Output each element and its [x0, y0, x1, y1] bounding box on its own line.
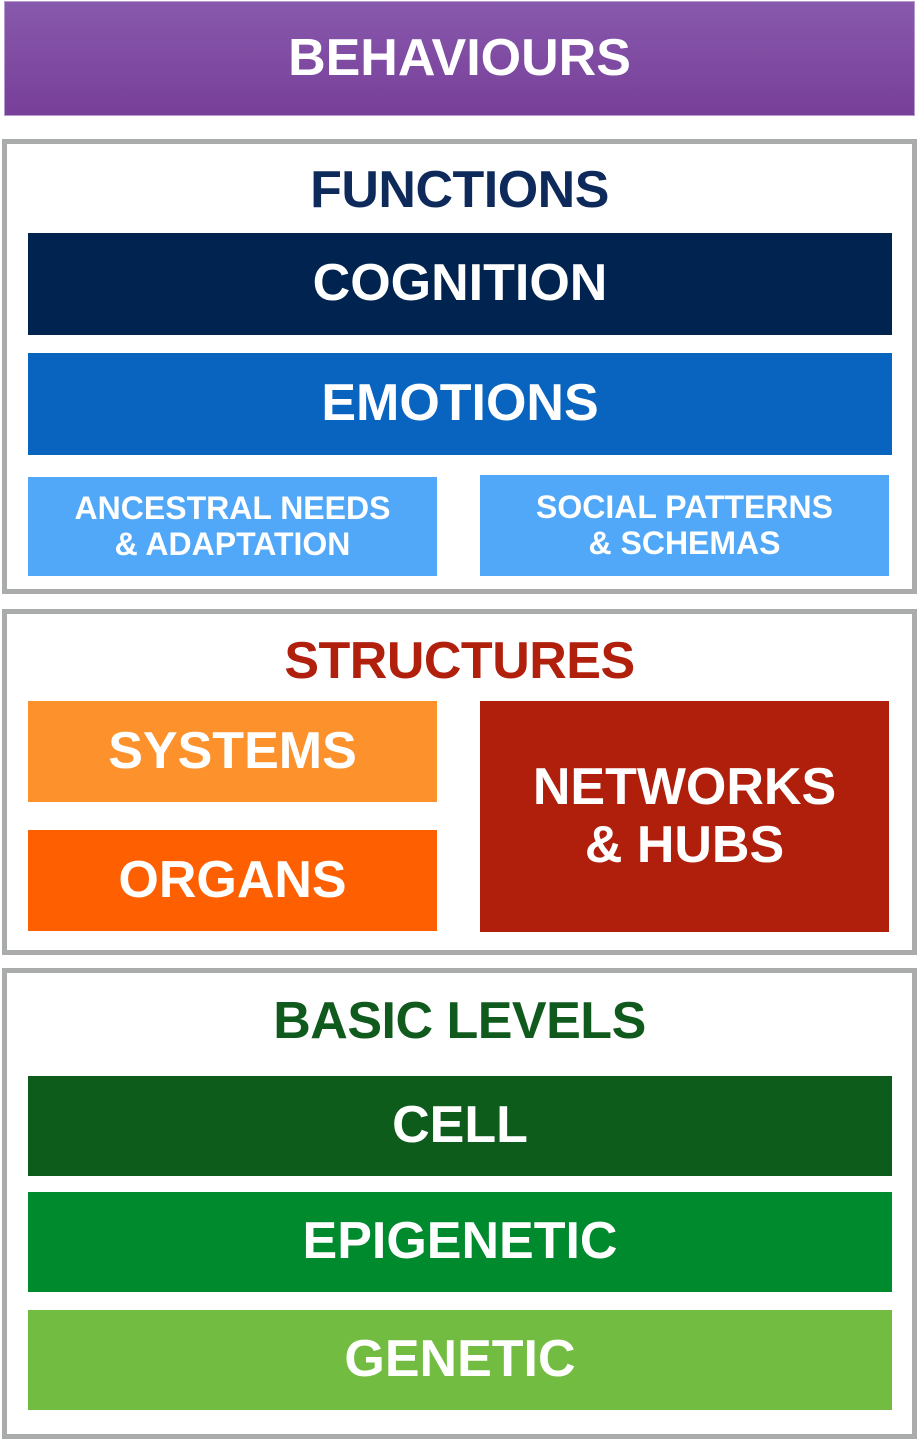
genetic-box: GENETIC	[28, 1310, 892, 1410]
ancestral-line1: ANCESTRAL NEEDS	[74, 490, 391, 527]
ancestral-line2: & ADAPTATION	[114, 525, 351, 562]
social-patterns-box: SOCIAL PATTERNS & SCHEMAS	[480, 475, 889, 576]
networks-line1: NETWORKS	[532, 758, 837, 817]
behaviours-banner: BEHAVIOURS	[4, 1, 915, 116]
networks-line2: & HUBS	[584, 815, 785, 874]
structures-panel	[2, 609, 917, 955]
functions-heading: FUNCTIONS	[310, 161, 609, 219]
basic-levels-heading: BASIC LEVELS	[273, 992, 646, 1050]
networks-hubs-box: NETWORKS & HUBS	[480, 701, 889, 932]
cell-box: CELL	[28, 1076, 892, 1176]
ancestral-needs-box: ANCESTRAL NEEDS & ADAPTATION	[28, 477, 437, 576]
structures-heading: STRUCTURES	[284, 632, 635, 690]
emotions-box: EMOTIONS	[28, 353, 892, 455]
organs-box: ORGANS	[28, 830, 437, 931]
cognition-box: COGNITION	[28, 233, 892, 335]
systems-box: SYSTEMS	[28, 701, 437, 802]
basic-levels-panel	[2, 968, 917, 1439]
social-line2: & SCHEMAS	[588, 524, 781, 561]
social-line1: SOCIAL PATTERNS	[536, 489, 833, 526]
functions-panel	[2, 139, 917, 594]
epigenetic-box: EPIGENETIC	[28, 1192, 892, 1292]
